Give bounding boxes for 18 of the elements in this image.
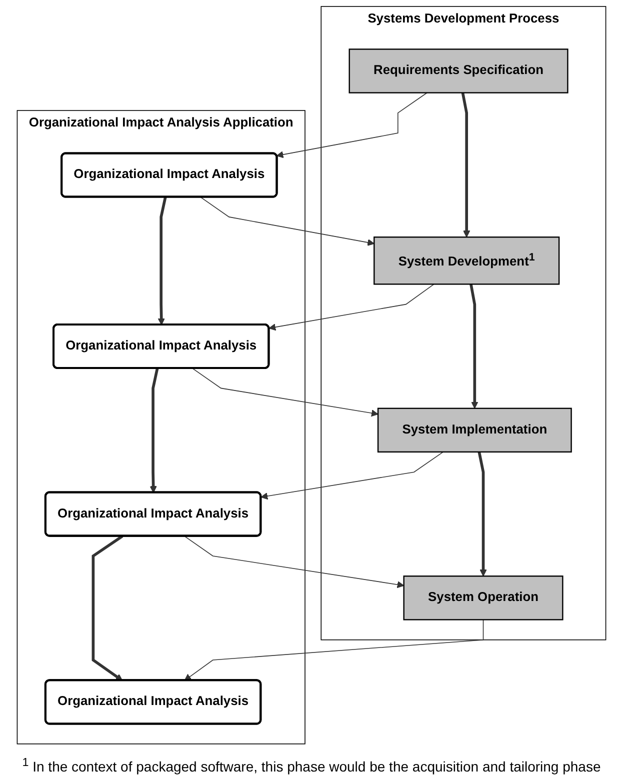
arrow <box>461 92 470 238</box>
arrow <box>184 536 404 588</box>
arrow <box>470 284 478 409</box>
arrow <box>276 92 428 158</box>
arrow <box>158 196 167 326</box>
node-box: Requirements Specification <box>348 48 568 94</box>
footnote: $^{1}$ In the context of packaged software, this phase would be the acquisition and tailoring phase <box>22 756 601 775</box>
arrow <box>92 535 124 681</box>
arrow <box>200 196 374 246</box>
node-box: System Implementation <box>377 408 572 453</box>
arrow <box>260 452 444 500</box>
node-box: System Development$^{1}$ <box>374 236 560 285</box>
arrow <box>268 284 434 331</box>
arrow <box>184 619 484 681</box>
arrow <box>192 368 378 417</box>
arrow <box>478 452 487 576</box>
arrow <box>150 368 159 493</box>
node-box: System Operation <box>403 576 564 620</box>
